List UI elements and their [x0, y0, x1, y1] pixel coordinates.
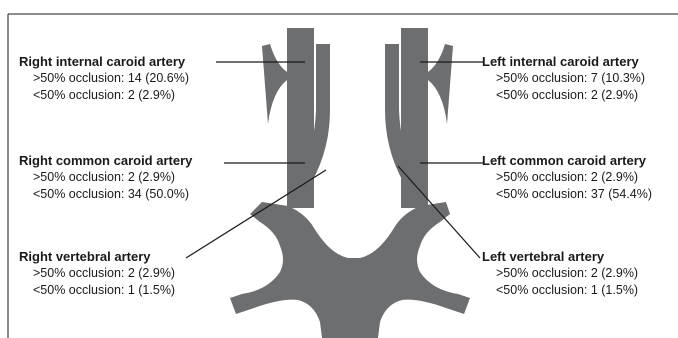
left-common-lt50: <50% occlusion: 37 (54.4%) — [482, 186, 652, 203]
left-internal-lt50: <50% occlusion: 2 (2.9%) — [482, 87, 645, 104]
right-internal-lt50: <50% occlusion: 2 (2.9%) — [19, 87, 189, 104]
right-external-branch — [262, 44, 287, 124]
label-right-internal-carotid: Right internal caroid artery >50% occlus… — [19, 53, 189, 104]
left-vertebral-title: Left vertebral artery — [482, 248, 638, 265]
left-internal-gt50: >50% occlusion: 7 (10.3%) — [482, 70, 645, 87]
left-common-gt50: >50% occlusion: 2 (2.9%) — [482, 169, 652, 186]
label-left-vertebral: Left vertebral artery >50% occlusion: 2 … — [482, 248, 638, 299]
aortic-arch — [230, 202, 470, 338]
left-external-branch — [428, 44, 453, 124]
right-vertebral-gt50: >50% occlusion: 2 (2.9%) — [19, 265, 175, 282]
left-internal-title: Left internal caroid artery — [482, 53, 645, 70]
label-left-common-carotid: Left common caroid artery >50% occlusion… — [482, 152, 652, 203]
label-right-vertebral: Right vertebral artery >50% occlusion: 2… — [19, 248, 175, 299]
right-vertebral-title: Right vertebral artery — [19, 248, 175, 265]
label-left-internal-carotid: Left internal caroid artery >50% occlusi… — [482, 53, 645, 104]
right-common-gt50: >50% occlusion: 2 (2.9%) — [19, 169, 192, 186]
left-vertebral-gt50: >50% occlusion: 2 (2.9%) — [482, 265, 638, 282]
left-vertebral-lt50: <50% occlusion: 1 (1.5%) — [482, 282, 638, 299]
right-internal-gt50: >50% occlusion: 14 (20.6%) — [19, 70, 189, 87]
label-right-common-carotid: Right common caroid artery >50% occlusio… — [19, 152, 192, 203]
right-common-lt50: <50% occlusion: 34 (50.0%) — [19, 186, 192, 203]
right-internal-title: Right internal caroid artery — [19, 53, 189, 70]
left-common-title: Left common caroid artery — [482, 152, 652, 169]
right-common-title: Right common caroid artery — [19, 152, 192, 169]
right-vertebral-lt50: <50% occlusion: 1 (1.5%) — [19, 282, 175, 299]
vessels — [230, 28, 470, 338]
